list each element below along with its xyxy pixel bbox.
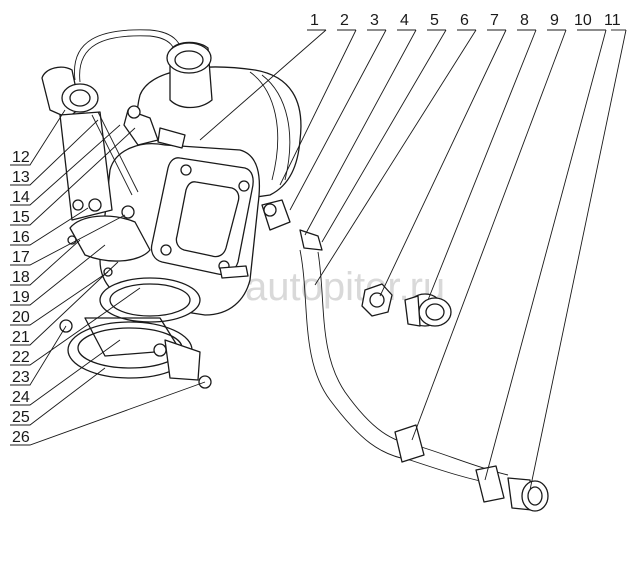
exhaust-flange (150, 157, 254, 276)
union-fitting (404, 293, 452, 327)
callout-16: 16 (12, 229, 30, 246)
compressor-inlet (166, 41, 213, 109)
callout-14: 14 (12, 189, 30, 206)
callout-18: 18 (12, 269, 30, 286)
callout-25: 25 (12, 409, 30, 426)
end-fitting (507, 477, 549, 512)
callout-20: 20 (12, 309, 30, 326)
banjo-bolt (299, 229, 323, 251)
center-housing-base (69, 215, 151, 262)
callout-23: 23 (12, 369, 30, 386)
callout-15: 15 (12, 209, 30, 226)
callout-17: 17 (12, 249, 30, 266)
callout-2: 2 (340, 12, 349, 29)
left-callouts: 12 13 14 15 16 17 18 19 20 21 22 23 24 2… (12, 149, 30, 446)
wire-loop (74, 29, 182, 81)
union-nut (361, 283, 393, 317)
oil-drain-hose (299, 249, 509, 503)
callout-24: 24 (12, 389, 30, 406)
top-leader-lines (199, 29, 627, 491)
callout-4: 4 (400, 12, 409, 29)
callout-21: 21 (12, 329, 30, 346)
callout-26: 26 (12, 429, 30, 446)
top-callouts: 1 2 3 4 5 6 7 8 9 10 11 (310, 12, 621, 29)
callout-12: 12 (12, 149, 30, 166)
callout-10: 10 (574, 12, 592, 29)
callout-1: 1 (310, 12, 319, 29)
callout-3: 3 (370, 12, 379, 29)
callout-22: 22 (12, 349, 30, 366)
callout-11: 11 (604, 12, 621, 29)
left-leader-lines (10, 109, 206, 446)
callout-8: 8 (520, 12, 529, 29)
side-stud (219, 265, 249, 279)
callout-13: 13 (12, 169, 30, 186)
callout-9: 9 (550, 12, 559, 29)
turbocharger-assembly (41, 29, 323, 323)
callout-19: 19 (12, 289, 30, 306)
callout-6: 6 (460, 12, 469, 29)
wastegate-actuator (41, 66, 139, 221)
oil-feed-fitting (123, 105, 186, 149)
callout-5: 5 (430, 12, 439, 29)
callout-7: 7 (490, 12, 499, 29)
v-band-clamp (59, 317, 212, 389)
